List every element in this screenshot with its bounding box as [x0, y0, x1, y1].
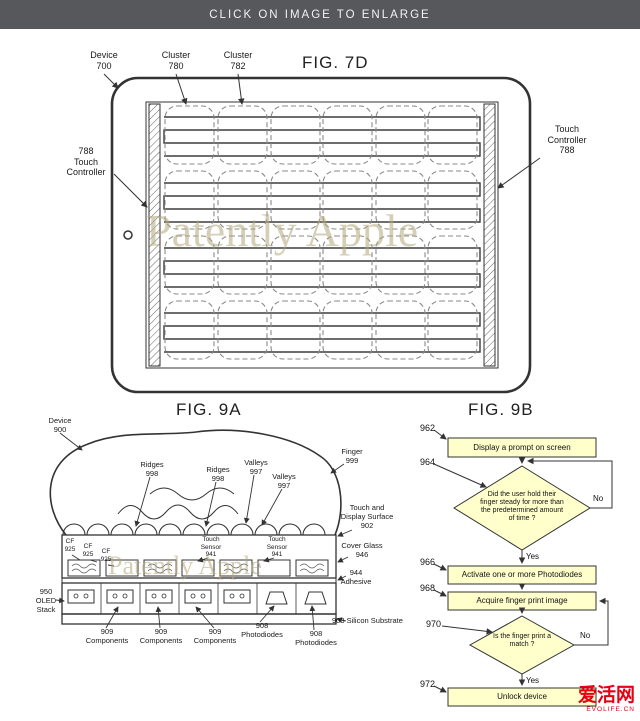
ref-968: 968 [420, 583, 436, 593]
ridge-bumps [62, 523, 326, 536]
site-logo: 爱活网 EVOLIFE.CN [578, 686, 635, 713]
components-label-3: 909 Components [193, 627, 237, 645]
ref-962: 962 [420, 423, 436, 433]
components-label-1: 909 Components [85, 627, 129, 645]
flow-step-962-text: Display a prompt on screen [473, 443, 571, 452]
oled-stack-label: 950 OLED Stack [35, 587, 57, 614]
right-controller-bar [483, 103, 496, 367]
valleys-label-2: Valleys 997 [272, 472, 296, 490]
enlarge-banner-text: CLICK ON IMAGE TO ENLARGE [209, 8, 431, 21]
branch-yes-970: Yes [526, 676, 540, 685]
ridges-label-1: Ridges 998 [140, 460, 164, 478]
flow-connectors [433, 429, 613, 693]
branch-no-970: No [580, 631, 591, 640]
fig7d-title: FIG. 7D [302, 53, 369, 72]
flow-step-972-text: Unlock device [497, 692, 547, 701]
branch-no-964: No [593, 494, 604, 503]
fig9a-title: FIG. 9A [176, 400, 242, 419]
oled-cell-dividers [100, 583, 297, 614]
flow-step-966-text: Activate one or more Photodiodes [461, 570, 583, 579]
valleys-label-1: Valleys 997 [244, 458, 268, 476]
touch-display-surface-label: Touch and Display Surface 902 [340, 503, 394, 530]
photodiode-symbols [265, 591, 327, 605]
fig9a-leader-lines [55, 432, 353, 631]
left-controller-bar [148, 103, 161, 367]
cluster-780-label: Cluster 780 [161, 50, 191, 71]
ref-972: 972 [420, 679, 436, 689]
adhesive-label: 944 Adhesive [340, 568, 372, 586]
cluster-782-label: Cluster 782 [223, 50, 253, 71]
ref-970: 970 [426, 619, 442, 629]
camera-dot-icon [123, 230, 133, 240]
silicon-substrate-label: 903 Silicon Substrate [332, 616, 403, 625]
touch-sensor-label-1: Touch Sensor 941 [200, 536, 222, 559]
touch-controller-right-label: Touch Controller 788 [547, 124, 587, 156]
finger-999-label: Finger 999 [341, 447, 363, 465]
device-900-label: Device 900 [48, 416, 72, 434]
fig7d-drawing [103, 73, 541, 394]
adhesive-layer [61, 577, 337, 584]
touch-sensor-label-2: Touch Sensor 941 [266, 536, 288, 559]
site-logo-en: EVOLIFE.CN [586, 705, 635, 713]
site-logo-cn: 爱活网 [577, 685, 635, 706]
photodiodes-label-1: 908 Photodiodes [241, 621, 283, 639]
branch-yes-964: Yes [526, 552, 540, 561]
component-boxes [67, 589, 251, 604]
flow-step-970-text: Is the finger print a match ? [493, 633, 551, 649]
fig9a-drawing [49, 429, 353, 631]
ref-964: 964 [420, 457, 436, 467]
flow-step-968-text: Acquire finger print image [476, 596, 568, 605]
flow-box-972 [447, 687, 597, 707]
no-loop-970 [574, 597, 609, 646]
electrode-lines [163, 116, 481, 353]
tablet-screen [145, 101, 499, 369]
ref-966: 966 [420, 557, 436, 567]
tablet-body [110, 76, 532, 394]
cf-label-2: CF 925 [82, 543, 94, 558]
no-loop-964 [527, 457, 613, 509]
enlarge-banner: CLICK ON IMAGE TO ENLARGE [0, 0, 640, 29]
fig9b-title: FIG. 9B [468, 400, 534, 419]
flow-step-964-text: Did the user hold their finger steady fo… [480, 491, 564, 523]
device-700-label: Device 700 [90, 50, 118, 71]
components-label-2: 909 Components [139, 627, 183, 645]
finger-wrinkles [117, 487, 239, 520]
substrate-layer [61, 613, 337, 625]
fig9b-flowchart [433, 429, 613, 707]
oled-layer [61, 582, 337, 615]
fig7d-leader-lines [103, 73, 541, 208]
cf-label-1: CF 925 [64, 538, 76, 553]
cluster-grid [164, 105, 478, 360]
touch-controller-left-label: 788 Touch Controller [66, 146, 106, 178]
cover-glass-label: Cover Glass 946 [341, 541, 383, 559]
photodiodes-label-2: 908 Photodiodes [295, 629, 337, 647]
cf-label-3: CF 925 [100, 548, 112, 563]
ridges-label-2: Ridges 998 [206, 465, 230, 483]
